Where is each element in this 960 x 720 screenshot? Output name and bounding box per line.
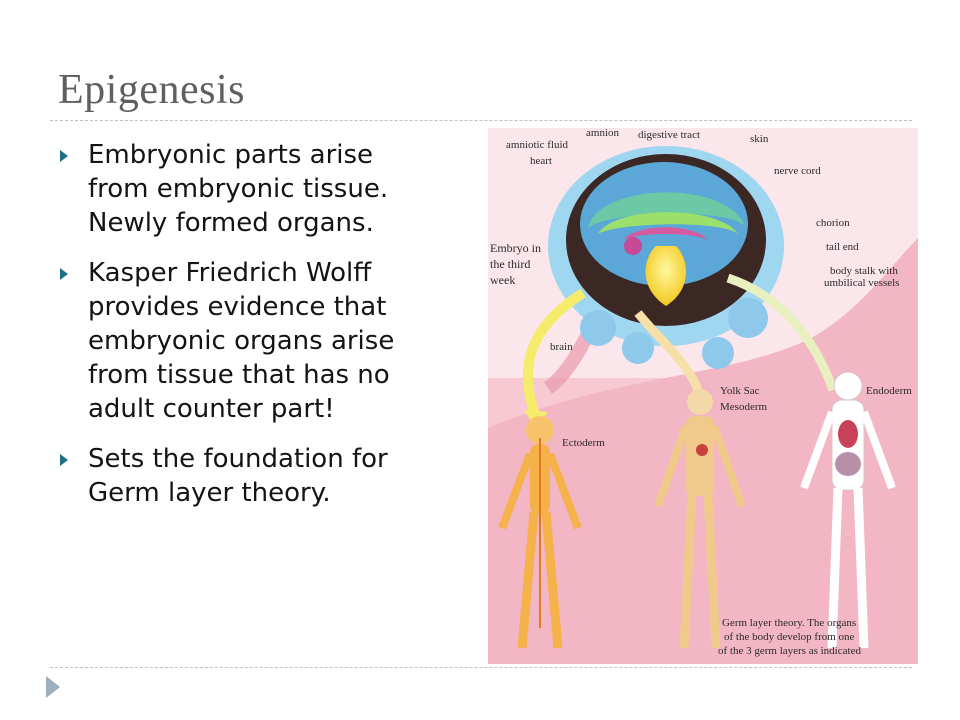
label-chorion: chorion xyxy=(816,217,850,229)
footer-divider xyxy=(50,667,912,668)
label-body-stalk: body stalk with xyxy=(830,265,898,277)
heart-shape xyxy=(624,237,642,255)
label-embryo-line3: week xyxy=(490,273,515,287)
triangle-bullet-icon xyxy=(60,268,68,280)
bullet-list: Embryonic parts arise from embryonic tis… xyxy=(56,138,436,526)
bullet-text: Sets the foundation for Germ layer theor… xyxy=(88,444,388,508)
ectoderm-figure xyxy=(498,416,582,649)
label-mesoderm: Mesoderm xyxy=(720,401,767,413)
bullet-item: Embryonic parts arise from embryonic tis… xyxy=(56,138,436,240)
ectoderm-layer xyxy=(588,192,746,228)
label-heart: heart xyxy=(530,155,552,167)
label-endoderm: Endoderm xyxy=(866,385,912,397)
label-ectoderm: Ectoderm xyxy=(562,437,605,449)
embryo-diagram: amnion amniotic fluid heart digestive tr… xyxy=(488,127,918,664)
mesoderm-arrow xyxy=(634,310,703,392)
label-skin: skin xyxy=(750,133,769,145)
label-tail-end: tail end xyxy=(826,241,859,253)
embryo-cross-section xyxy=(548,146,784,369)
label-amniotic-fluid: amniotic fluid xyxy=(506,139,569,151)
label-embryo-line1: Embryo in xyxy=(490,241,541,255)
endoderm-arrow xyxy=(726,273,838,392)
label-nerve-cord: nerve cord xyxy=(774,165,821,177)
bullet-item: Sets the foundation for Germ layer theor… xyxy=(56,442,436,510)
digestive-tract-shape xyxy=(623,227,708,240)
endoderm-figure xyxy=(800,371,896,649)
label-brain: brain xyxy=(550,341,573,353)
triangle-bullet-icon xyxy=(60,150,68,162)
caption-line1: Germ layer theory. The organs xyxy=(722,617,856,629)
caption-line3: of the 3 germ layers as indicated xyxy=(718,645,861,657)
label-yolk-sac: Yolk Sac xyxy=(720,385,760,397)
caption-line2: of the body develop from one xyxy=(724,631,855,643)
germ-layer-illustration: amnion amniotic fluid heart digestive tr… xyxy=(488,127,918,664)
label-umbilical-vessels: umbilical vessels xyxy=(824,277,899,289)
title-divider xyxy=(50,120,912,121)
yolk-sac-shape xyxy=(645,246,687,306)
slide-nav-arrow-icon[interactable] xyxy=(46,676,60,698)
label-digestive-tract: digestive tract xyxy=(638,129,700,141)
label-embryo-line2: the third xyxy=(490,257,530,271)
triangle-bullet-icon xyxy=(60,454,68,466)
slide-title: Epigenesis xyxy=(58,67,245,113)
label-amnion: amnion xyxy=(586,128,619,139)
bullet-text: Kasper Friedrich Wolff provides evidence… xyxy=(88,258,395,424)
mesoderm-figure xyxy=(654,389,746,649)
mesoderm-layer xyxy=(598,212,738,234)
ectoderm-arrow xyxy=(522,288,586,420)
bullet-text: Embryonic parts arise from embryonic tis… xyxy=(88,140,389,238)
bullet-item: Kasper Friedrich Wolff provides evidence… xyxy=(56,256,436,426)
